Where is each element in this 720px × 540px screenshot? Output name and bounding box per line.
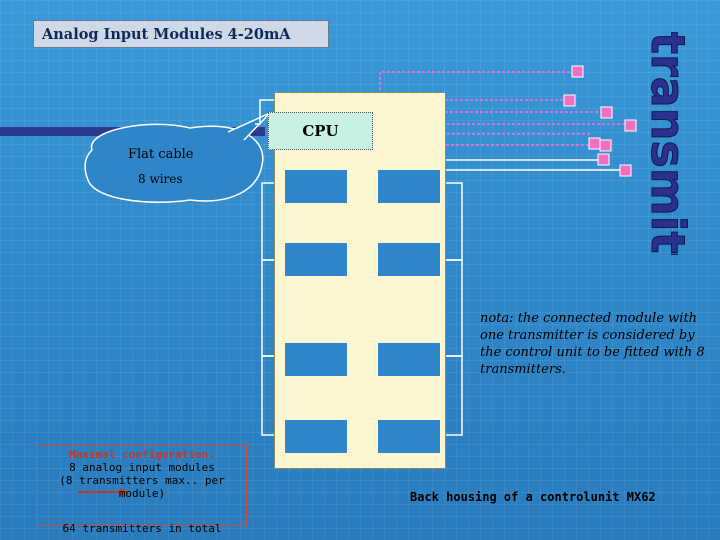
input-module-1 (285, 170, 347, 203)
transmitters-vertical-title: transmitters (641, 32, 696, 256)
page-title: Analog Input Modules 4-20mA (33, 20, 329, 48)
svg-text:transmitters: transmitters (641, 32, 695, 255)
input-module-2 (378, 170, 440, 203)
transmitters (563, 65, 637, 177)
transmitter-2 (563, 94, 576, 107)
wires-count-label: 8 wires (138, 172, 183, 186)
max-config-line2: (8 transmitters max.. per module) (59, 474, 225, 500)
max-config-line1: 8 analog input modules (69, 461, 215, 474)
input-module-8 (378, 420, 440, 453)
transmitter-5 (588, 137, 601, 150)
housing-caption: Back housing of a controlunit MX62 (410, 490, 656, 504)
transmitter-4 (624, 119, 637, 132)
max-config-header: Maximal configuration: (69, 448, 215, 461)
transmitter-3 (600, 106, 613, 119)
input-module-4 (378, 243, 440, 276)
transmitter-6 (599, 139, 612, 152)
input-module-5 (285, 343, 347, 376)
max-config-total: 64 transmitters in total (62, 522, 222, 535)
nota-text: the connected module with one transmitte… (480, 311, 705, 377)
input-module-7 (285, 420, 347, 453)
flat-cable-callout (84, 123, 264, 203)
transmitter-1 (571, 65, 584, 78)
max-config-box: Maximal configuration: 8 analog input mo… (37, 444, 247, 535)
module-links (261, 182, 463, 436)
nota-note: nota: the connected module with one tran… (480, 310, 710, 378)
nota-keyword: nota: (480, 311, 514, 326)
input-module-6 (378, 343, 440, 376)
transmitter-8 (619, 164, 632, 177)
transmitter-wires-white (440, 159, 622, 171)
back-housing (274, 92, 446, 469)
cpu-module: CPU (268, 112, 373, 150)
input-module-3 (285, 243, 347, 276)
transmitter-7 (597, 153, 610, 166)
flat-cable-label: Flat cable (128, 147, 194, 162)
